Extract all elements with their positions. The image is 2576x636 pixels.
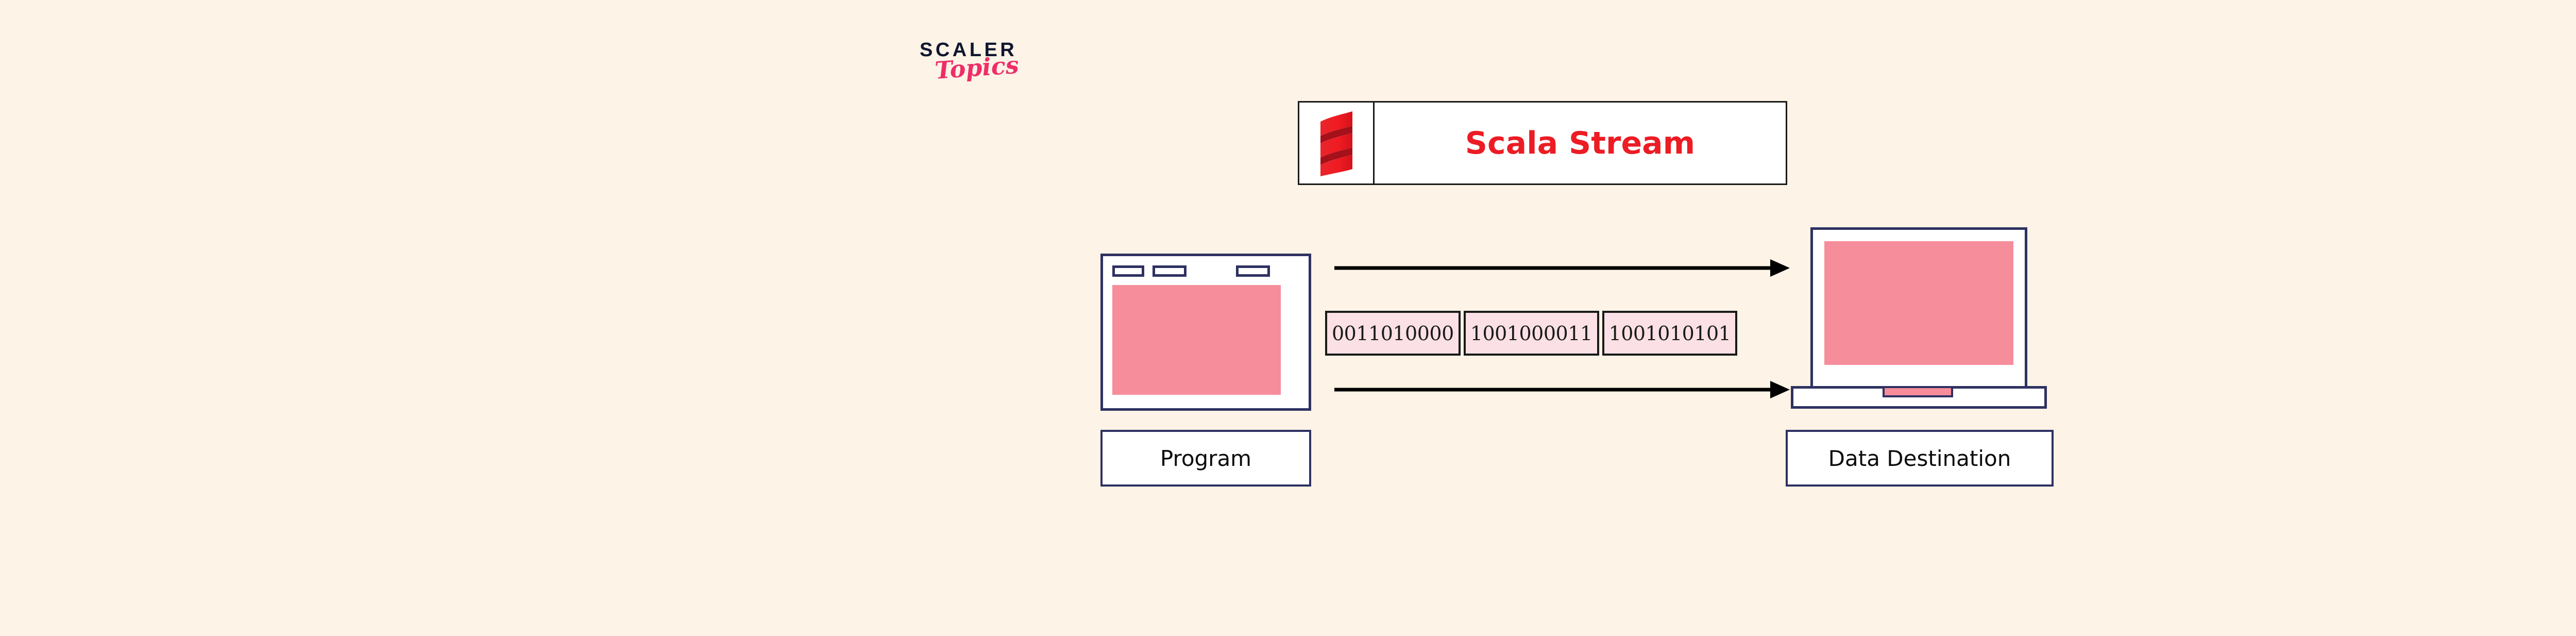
binary-packet: 1001010101 <box>1602 311 1738 356</box>
flow-arrow-top <box>1334 258 1790 278</box>
data-destination-label: Data Destination <box>1786 430 2054 487</box>
program-label: Program <box>1100 430 1311 487</box>
laptop-display-area <box>1824 241 2013 365</box>
scala-logo-icon <box>1320 111 1352 176</box>
flow-arrow-bottom <box>1334 379 1790 400</box>
scaler-topics-logo: SCALER Topics <box>920 40 1084 102</box>
binary-packet: 0011010000 <box>1325 311 1461 356</box>
program-tab-1[interactable] <box>1112 265 1144 277</box>
program-window <box>1100 254 1311 411</box>
laptop-trackpad <box>1883 386 1953 397</box>
binary-packet-stream: 0011010000 1001000011 1001010101 <box>1325 311 1738 356</box>
brand-wordmark-text: SCALER <box>920 39 1018 61</box>
laptop-screen <box>1810 227 2027 389</box>
program-content-area <box>1112 285 1281 395</box>
page-title: Scala Stream <box>1465 125 1696 161</box>
scala-logo-cell <box>1299 103 1375 183</box>
program-tab-3[interactable] <box>1236 265 1270 277</box>
program-titlebar <box>1103 256 1309 288</box>
binary-packet: 1001000011 <box>1463 311 1599 356</box>
scala-stream-header: Scala Stream <box>1298 101 1787 185</box>
laptop-device <box>1791 227 2047 411</box>
scala-title-cell: Scala Stream <box>1375 103 1786 183</box>
program-tab-2[interactable] <box>1153 265 1187 277</box>
